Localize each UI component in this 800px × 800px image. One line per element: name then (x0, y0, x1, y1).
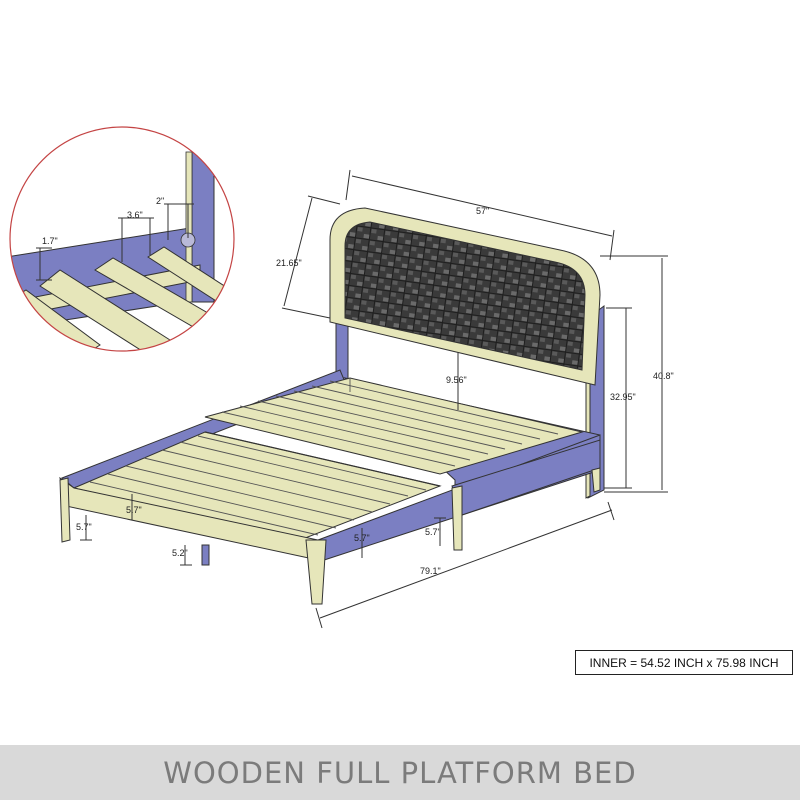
under-headboard-label: 9.56" (446, 375, 467, 385)
front-left-leg-label: 5.7" (76, 522, 92, 532)
leg-clearance-label: 5.2" (172, 548, 188, 558)
dimension-labels: 57" 21.65" 40.8" 32.95" 9.56" 79.1" 5.7"… (76, 206, 674, 576)
footer-title: WOODEN FULL PLATFORM BED (163, 755, 637, 790)
bed-frame (59, 207, 605, 605)
right-leg-label: 5.7" (425, 527, 441, 537)
total-height-label: 40.8" (653, 371, 674, 381)
detail-slat-width: 2" (156, 196, 164, 206)
footer-banner: WOODEN FULL PLATFORM BED (0, 745, 800, 800)
detail-slat-thickness: 1.7" (42, 236, 58, 246)
dimension-lines (80, 169, 668, 629)
length-label: 79.1" (420, 566, 441, 576)
width-label: 57" (476, 206, 489, 216)
rail-height-label: 5.7" (126, 505, 142, 515)
side-rail-label: 5.7" (354, 533, 370, 543)
detail-slat-gap: 3.6" (127, 210, 143, 220)
inner-dimensions-label: INNER = 54.52 INCH x 75.98 INCH (575, 650, 793, 675)
post-height-label: 32.95" (610, 392, 636, 402)
slat-detail-inset: 1.7" 3.6" 2" (9, 126, 235, 352)
headboard-height-label: 21.65" (276, 258, 302, 268)
